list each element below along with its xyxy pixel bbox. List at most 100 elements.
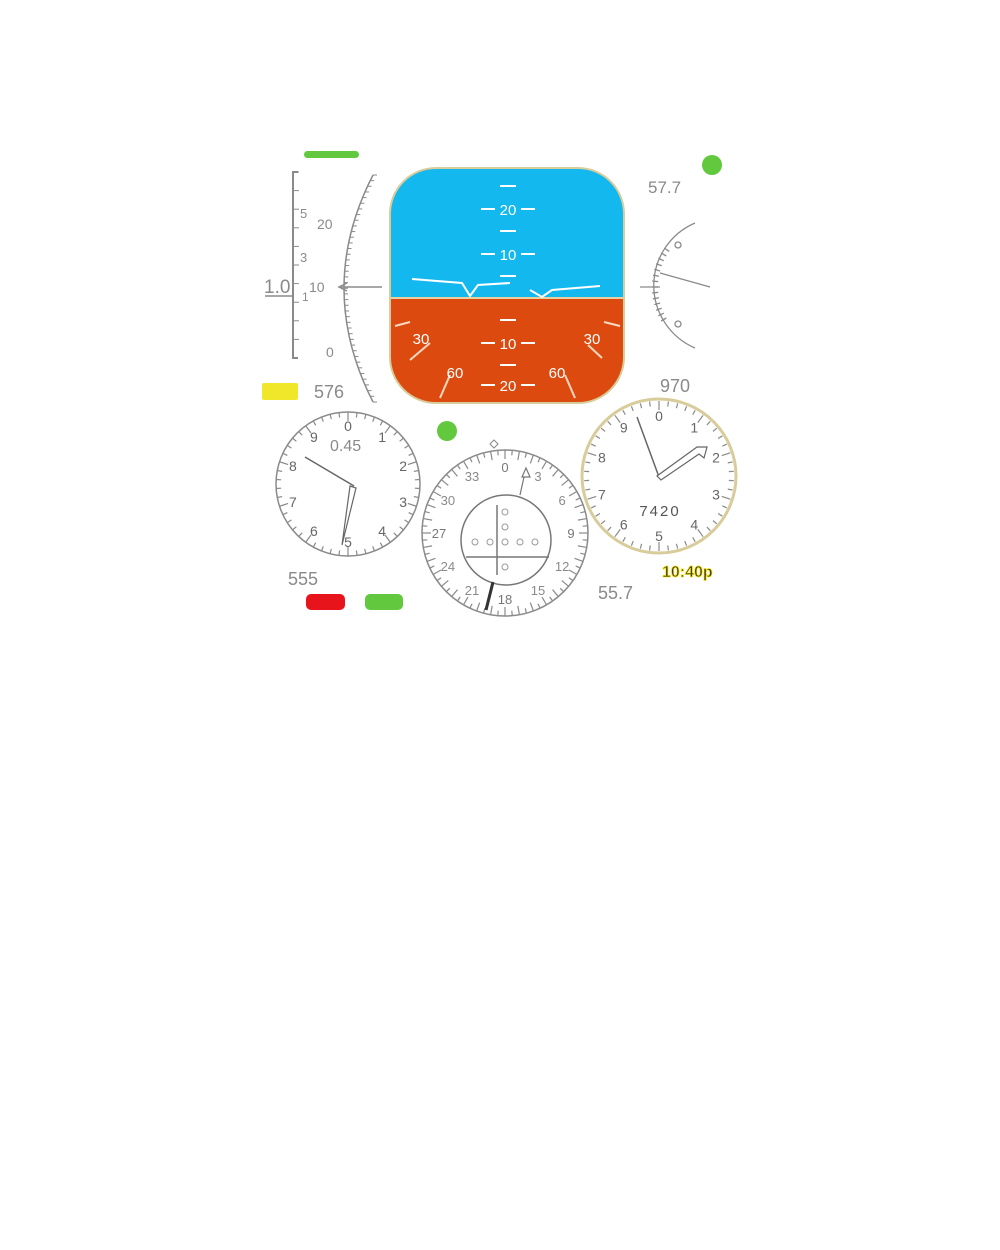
- bank-label-left60: 60: [447, 365, 464, 382]
- side-tick: [663, 247, 670, 252]
- dial-number: 6: [310, 523, 318, 539]
- dial-tick: [408, 511, 414, 516]
- compass-tick: [476, 602, 481, 612]
- dial-tick: [329, 414, 332, 420]
- arc-label-0: 0: [326, 344, 334, 360]
- top-right-readout: 57.7: [648, 178, 681, 197]
- compass-label: 6: [559, 493, 566, 508]
- compass-tick: [541, 460, 548, 470]
- dial-tick: [404, 519, 410, 524]
- ground: [390, 298, 624, 403]
- dial-tick: [282, 452, 288, 457]
- side-gauge-needle: [659, 272, 711, 288]
- dial-tick: [607, 420, 612, 426]
- compass-tick: [577, 545, 587, 549]
- dial-number: 8: [289, 458, 297, 474]
- tape-label-1: 1: [302, 290, 309, 304]
- dial-tick: [413, 469, 419, 473]
- bottom-left-readout: 555: [288, 569, 318, 589]
- dial-tick: [667, 545, 669, 551]
- side-tick: [654, 268, 661, 272]
- side-arc-gauge: [640, 222, 711, 349]
- dial-number: 2: [399, 458, 407, 474]
- compass-tick: [549, 464, 554, 470]
- top-status-bar: [304, 151, 359, 158]
- dial-tick: [607, 526, 612, 532]
- dial-tick: [639, 403, 643, 409]
- compass-tick: [489, 451, 493, 461]
- dial-tick: [292, 437, 297, 442]
- dial-tick: [587, 495, 597, 500]
- dial-tick: [298, 532, 303, 537]
- dial-number: 0: [655, 408, 663, 424]
- compass-tick: [445, 473, 451, 479]
- side-tick: [654, 302, 661, 306]
- right-gauge-top-readout: 970: [660, 376, 690, 396]
- dial-tick: [587, 452, 597, 457]
- dial-tick: [721, 452, 731, 457]
- compass-tick: [462, 460, 469, 470]
- side-tick: [652, 297, 660, 300]
- compass-label: 3: [534, 469, 541, 484]
- compass-tick: [469, 603, 473, 609]
- right-dial-hand-short: [656, 446, 708, 481]
- compass-tick: [432, 490, 442, 497]
- dial-tick: [329, 548, 332, 554]
- bank-label-right60: 60: [549, 365, 566, 382]
- compass-tick: [517, 451, 521, 461]
- attitude-indicator: [389, 167, 625, 404]
- dial-tick: [717, 435, 723, 439]
- side-tick: [660, 252, 667, 257]
- bank-label-right30: 30: [584, 331, 601, 348]
- cdi-dot: [501, 538, 509, 546]
- status-light-middle: [437, 421, 457, 441]
- side-tick: [658, 312, 665, 317]
- dial-tick: [384, 534, 391, 543]
- dial-number: 5: [655, 528, 663, 544]
- dial-number: 3: [712, 487, 720, 503]
- side-tick: [655, 307, 662, 311]
- compass-tick: [426, 504, 436, 509]
- compass-tick: [580, 552, 586, 556]
- compass-tick: [574, 557, 584, 562]
- dial-tick: [393, 431, 398, 436]
- dial-number: 9: [310, 429, 318, 445]
- right-dial-hand-long: [636, 416, 660, 478]
- compass-tick: [426, 557, 436, 562]
- pitch-label-down10: 10: [500, 336, 517, 353]
- dial-number: 9: [620, 419, 628, 435]
- dial-tick: [630, 540, 634, 546]
- dial-tick: [338, 412, 341, 418]
- compass-tick: [549, 596, 554, 602]
- dial-tick: [649, 545, 651, 551]
- dial-number: 4: [690, 517, 698, 533]
- compass-tick: [568, 484, 574, 489]
- dial-tick: [364, 414, 367, 420]
- compass-tick: [529, 602, 534, 612]
- dial-tick: [399, 437, 404, 442]
- cdi-dot: [471, 538, 479, 546]
- dial-tick: [727, 461, 733, 464]
- dial-tick: [722, 505, 728, 509]
- compass-tick: [424, 552, 430, 556]
- compass-tick: [537, 457, 541, 463]
- cdi-dot: [516, 538, 524, 546]
- dial-tick: [622, 537, 626, 543]
- dial-tick: [407, 502, 417, 507]
- side-tick: [652, 274, 660, 277]
- altitude-big-value: 1.0: [264, 277, 290, 298]
- side-tick: [652, 280, 659, 283]
- dial-number: 1: [690, 419, 698, 435]
- pitch-label-up20: 20: [500, 202, 517, 219]
- dial-tick: [614, 414, 621, 423]
- compass-tick: [568, 577, 574, 582]
- compass-tick: [451, 469, 458, 477]
- dial-tick: [712, 427, 718, 432]
- dial-tick: [585, 461, 591, 464]
- bottom-right-readout: 55.7: [598, 583, 633, 603]
- pitch-label-up10: 10: [500, 247, 517, 264]
- sky: [390, 168, 624, 298]
- cdi-dot: [501, 563, 509, 571]
- dial-number: 0: [344, 418, 352, 434]
